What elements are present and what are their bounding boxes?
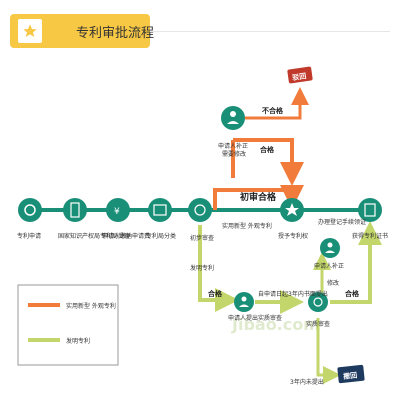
top-pass-arrow xyxy=(233,138,304,186)
legend-utility-label: 实用新型 外观专利 xyxy=(66,302,116,310)
bottom-pass-label: 合格 xyxy=(207,289,223,298)
utility-design-label: 实用新型 外观专利 xyxy=(222,222,272,230)
legend-invention-label: 发明专利 xyxy=(66,337,90,345)
svg-text:申请人补正: 申请人补正 xyxy=(314,262,344,270)
node-apply: 专利申请 xyxy=(17,198,42,240)
invention-label: 发明专利 xyxy=(190,264,214,272)
node-correct-top: 申请人补正 xyxy=(218,106,248,150)
top-pass-label: 合格 xyxy=(259,145,275,154)
register-label: 办理登记手续领证 xyxy=(318,218,366,226)
svg-text:驳回: 驳回 xyxy=(292,71,307,82)
prelim-pass-label: 初审合格 xyxy=(240,191,277,203)
node-substantive: 实质审查 xyxy=(306,292,330,328)
svg-text:¥: ¥ xyxy=(114,207,120,217)
right-pass-label: 合格 xyxy=(344,289,360,298)
invention-arrow xyxy=(198,225,239,312)
divider xyxy=(150,31,390,32)
three-years-label: 自申请日起3年内书面提出 xyxy=(258,290,328,298)
watermark: Jibao.com xyxy=(231,315,320,334)
node-prelim: 初步审查 xyxy=(188,198,214,242)
prelim-pass-arrow xyxy=(213,185,304,210)
svg-text:专利申请: 专利申请 xyxy=(17,232,41,240)
reject-stamp: 驳回 xyxy=(287,66,313,84)
node-correct-bottom: 申请人补正 xyxy=(314,238,344,270)
node-accept: 国家知识产权局专利局受理 xyxy=(58,198,130,240)
modify-label: 修改 xyxy=(327,279,339,287)
svg-text:初步审查: 初步审查 xyxy=(190,234,214,242)
fail-arrow xyxy=(245,87,309,120)
node-grant: 授予专利权 xyxy=(278,198,308,240)
node-classify: 专利局分类 xyxy=(146,198,176,240)
svg-text:申请人提出实质审查: 申请人提出实质审查 xyxy=(228,314,282,322)
legend: 实用新型 外观专利 发明专利 xyxy=(17,284,119,366)
node-fee: ¥ 申请人缴纳申请费 xyxy=(102,198,150,240)
svg-text:撤回: 撤回 xyxy=(343,370,358,380)
withdraw-note: 3年内未提出 xyxy=(290,378,324,386)
page-title: 专利审批流程 xyxy=(76,26,155,41)
node-get-cert: 获得专利证书 xyxy=(352,198,388,240)
svg-text:国家知识产权局专利局受理: 国家知识产权局专利局受理 xyxy=(58,232,130,240)
svg-text:申请人缴纳申请费: 申请人缴纳申请费 xyxy=(102,232,150,240)
need-modify-label: 需要修改 xyxy=(222,150,246,158)
page-header: 专利审批流程 xyxy=(10,14,154,48)
withdraw-arrow xyxy=(316,318,341,384)
svg-text:专利局分类: 专利局分类 xyxy=(146,232,176,240)
svg-text:获得专利证书: 获得专利证书 xyxy=(352,232,388,240)
star-icon xyxy=(18,19,42,43)
fail-label: 不合格 xyxy=(262,106,284,115)
svg-text:申请人补正: 申请人补正 xyxy=(218,142,248,150)
svg-text:授予专利权: 授予专利权 xyxy=(278,232,308,240)
substantive-pass-arrow xyxy=(330,221,382,304)
svg-text:实质审查: 实质审查 xyxy=(306,320,330,328)
withdraw-stamp: 撤回 xyxy=(337,364,365,384)
node-request-substantive: 申请人提出实质审查 xyxy=(228,292,282,322)
